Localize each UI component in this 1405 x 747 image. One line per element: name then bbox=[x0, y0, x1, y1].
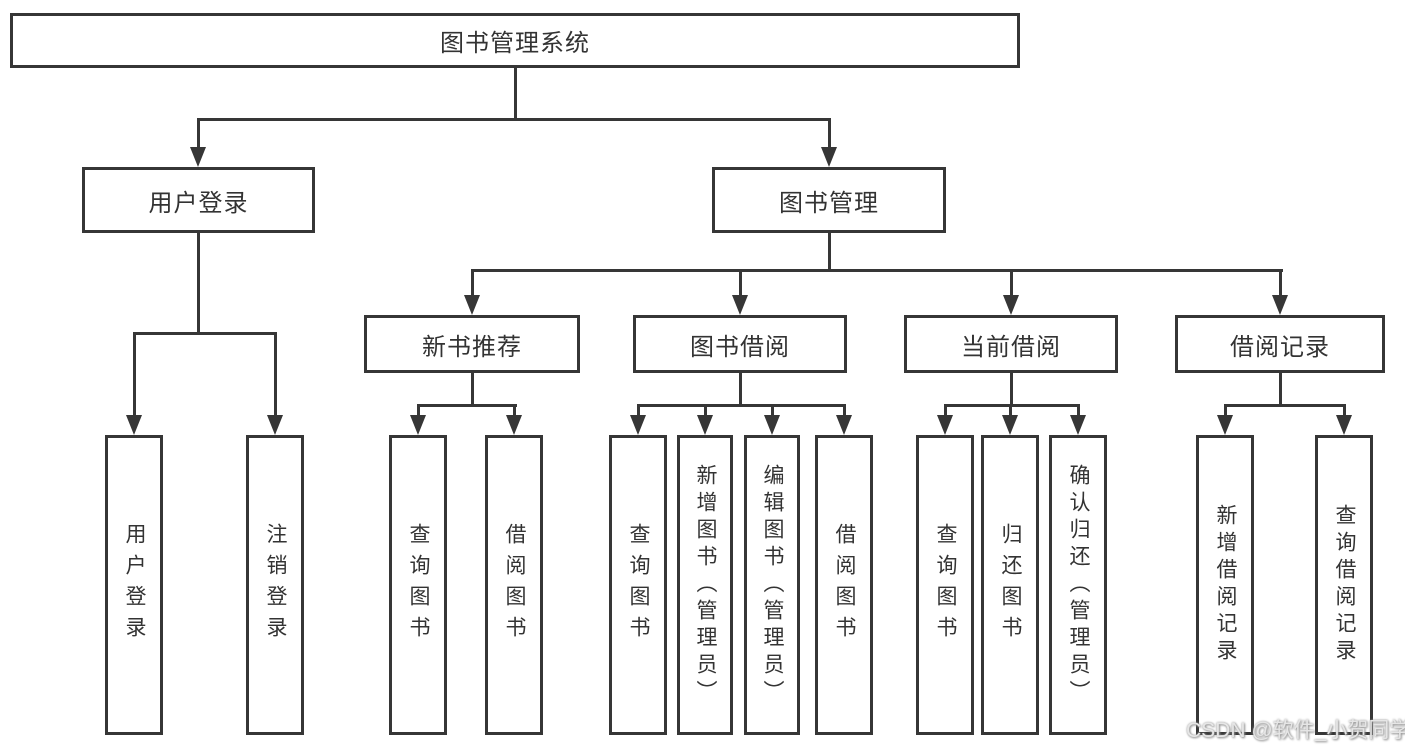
node-book-borrowing: 图书借阅 bbox=[633, 315, 847, 373]
connector-bookmgmt-branch-1 bbox=[471, 269, 474, 295]
connector-userlogin-bar bbox=[133, 332, 277, 335]
leaf-confirm-return-admin: 确认归还（管理员） bbox=[1049, 435, 1107, 735]
connector-current-branch-3 bbox=[1077, 404, 1080, 415]
arrow-down-icon bbox=[836, 415, 852, 435]
arrow-down-icon bbox=[267, 415, 283, 435]
connector-records-branch-1 bbox=[1224, 404, 1227, 415]
connector-current-bar bbox=[944, 404, 1080, 407]
connector-recommend-bar bbox=[417, 404, 517, 407]
connector-bookmgmt-branch-4 bbox=[1279, 269, 1282, 295]
node-new-book-recommendation: 新书推荐 bbox=[364, 315, 580, 373]
node-user-login-module: 用户登录 bbox=[82, 167, 315, 233]
connector-recommend-branch-2 bbox=[513, 404, 516, 415]
connector-root-bar bbox=[197, 118, 831, 121]
leaf-borrow-query-books: 查询图书 bbox=[609, 435, 667, 735]
connector-records-stem bbox=[1279, 373, 1282, 407]
arrow-down-icon bbox=[464, 295, 480, 315]
connector-records-bar bbox=[1224, 404, 1346, 407]
leaf-borrow-books: 借阅图书 bbox=[815, 435, 873, 735]
connector-bookmgmt-bar bbox=[471, 269, 1283, 272]
connector-recommend-stem bbox=[471, 373, 474, 407]
leaf-add-books-admin: 新增图书（管理员） bbox=[677, 435, 733, 735]
connector-bookmgmt-branch-2 bbox=[739, 269, 742, 295]
connector-current-stem bbox=[1010, 373, 1013, 407]
arrow-down-icon bbox=[764, 415, 780, 435]
leaf-return-books: 归还图书 bbox=[981, 435, 1039, 735]
connector-records-branch-2 bbox=[1343, 404, 1346, 415]
leaf-query-borrow-record: 查询借阅记录 bbox=[1315, 435, 1373, 735]
node-library-management-system: 图书管理系统 bbox=[10, 13, 1020, 68]
connector-userlogin-branch-2 bbox=[274, 332, 277, 415]
connector-root-stem bbox=[514, 68, 517, 121]
arrow-down-icon bbox=[1002, 415, 1018, 435]
connector-recommend-branch-1 bbox=[417, 404, 420, 415]
connector-borrowing-branch-4 bbox=[843, 404, 846, 415]
node-current-borrowing: 当前借阅 bbox=[904, 315, 1118, 373]
arrow-down-icon bbox=[697, 415, 713, 435]
leaf-edit-books-admin: 编辑图书（管理员） bbox=[744, 435, 800, 735]
leaf-logout: 注销登录 bbox=[246, 435, 304, 735]
connector-borrowing-stem bbox=[739, 373, 742, 407]
arrow-down-icon bbox=[630, 415, 646, 435]
arrow-down-icon bbox=[126, 415, 142, 435]
connector-borrowing-branch-2 bbox=[704, 404, 707, 415]
arrow-down-icon bbox=[821, 147, 837, 167]
connector-bookmgmt-branch-3 bbox=[1010, 269, 1013, 295]
arrow-down-icon bbox=[1336, 415, 1352, 435]
node-book-management-module: 图书管理 bbox=[712, 167, 946, 233]
arrow-down-icon bbox=[1217, 415, 1233, 435]
connector-bookmgmt-stem bbox=[828, 233, 831, 272]
connector-borrowing-branch-1 bbox=[637, 404, 640, 415]
connector-userlogin-branch-1 bbox=[133, 332, 136, 415]
leaf-recommend-query-books: 查询图书 bbox=[389, 435, 447, 735]
connector-current-branch-1 bbox=[944, 404, 947, 415]
connector-borrowing-bar bbox=[637, 404, 846, 407]
node-borrowing-records: 借阅记录 bbox=[1175, 315, 1385, 373]
connector-borrowing-branch-3 bbox=[771, 404, 774, 415]
arrow-down-icon bbox=[937, 415, 953, 435]
leaf-recommend-borrow-books: 借阅图书 bbox=[485, 435, 543, 735]
arrow-down-icon bbox=[506, 415, 522, 435]
leaf-current-query-books: 查询图书 bbox=[916, 435, 974, 735]
arrow-down-icon bbox=[1272, 295, 1288, 315]
csdn-watermark: CSDN @软件_小贺同学 bbox=[1186, 719, 1405, 742]
leaf-add-borrow-record: 新增借阅记录 bbox=[1196, 435, 1254, 735]
arrow-down-icon bbox=[410, 415, 426, 435]
arrow-down-icon bbox=[1070, 415, 1086, 435]
connector-userlogin-stem bbox=[197, 233, 200, 335]
leaf-user-login: 用户登录 bbox=[105, 435, 163, 735]
arrow-down-icon bbox=[732, 295, 748, 315]
arrow-down-icon bbox=[1003, 295, 1019, 315]
arrow-down-icon bbox=[190, 147, 206, 167]
connector-root-branch-right bbox=[828, 118, 831, 147]
connector-current-branch-2 bbox=[1009, 404, 1012, 415]
connector-root-branch-left bbox=[197, 118, 200, 147]
